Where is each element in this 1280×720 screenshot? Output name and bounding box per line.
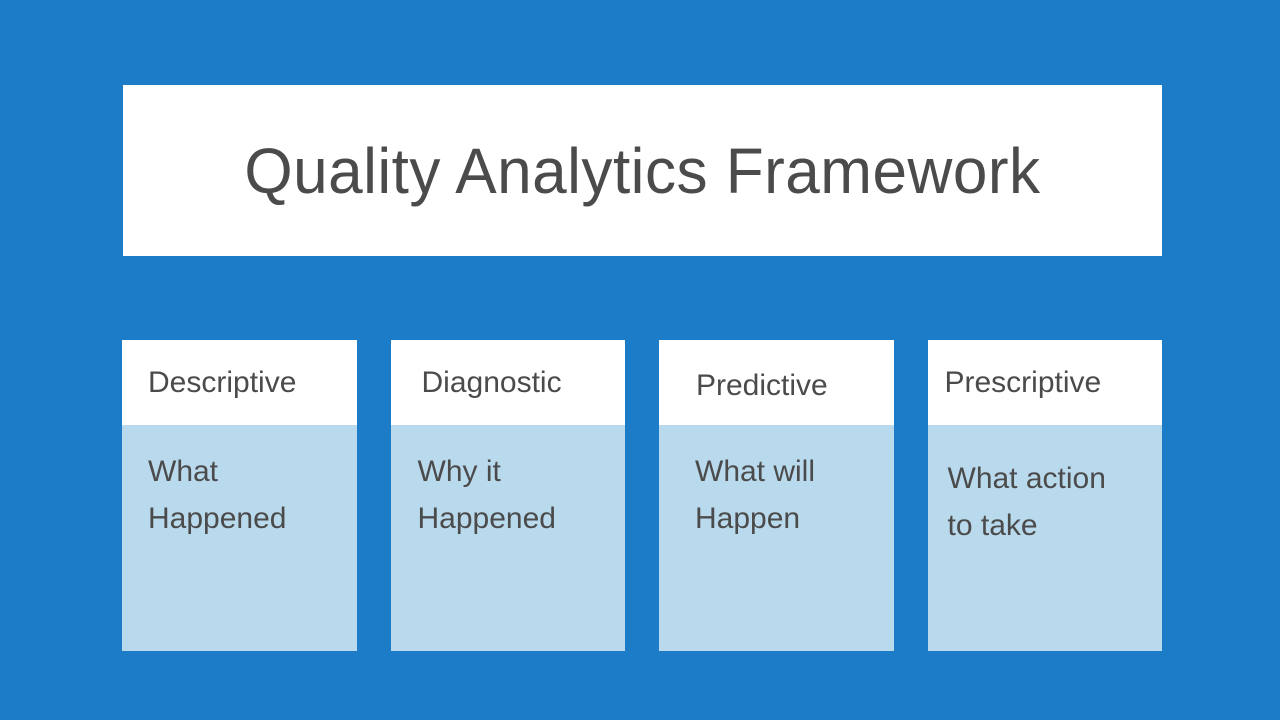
card-body-diagnostic: Why it Happened <box>391 425 626 651</box>
card-body-descriptive: What Happened <box>122 425 357 651</box>
card-description-predictive: What will Happen <box>695 455 816 535</box>
card-title-prescriptive: Prescriptive <box>944 365 1102 399</box>
analytics-card-descriptive[interactable]: Descriptive What Happened <box>122 340 357 651</box>
card-header-descriptive: Descriptive <box>122 340 357 425</box>
card-description-descriptive: What Happened <box>148 455 287 535</box>
card-title-diagnostic: Diagnostic <box>421 365 562 399</box>
card-body-prescriptive: What action to take <box>928 425 1163 651</box>
card-title-descriptive: Descriptive <box>148 365 297 399</box>
analytics-card-predictive[interactable]: Predictive What will Happen <box>659 340 894 651</box>
card-header-prescriptive: Prescriptive <box>927 340 1162 425</box>
card-header-predictive: Predictive <box>659 340 894 425</box>
analytics-card-prescriptive[interactable]: Prescriptive What action to take <box>927 340 1163 651</box>
card-description-prescriptive: What action to take <box>947 462 1106 542</box>
card-description-diagnostic: Why it Happened <box>417 455 556 535</box>
analytics-card-diagnostic[interactable]: Diagnostic Why it Happened <box>390 340 626 651</box>
card-header-diagnostic: Diagnostic <box>390 340 625 425</box>
card-title-predictive: Predictive <box>696 368 828 402</box>
analytics-card-row: Descriptive What Happened Diagnostic Why… <box>122 340 1162 651</box>
slide-title: Quality Analytics Framework <box>244 134 1041 207</box>
slide-title-box: Quality Analytics Framework <box>123 85 1162 256</box>
card-body-predictive: What will Happen <box>659 425 894 651</box>
